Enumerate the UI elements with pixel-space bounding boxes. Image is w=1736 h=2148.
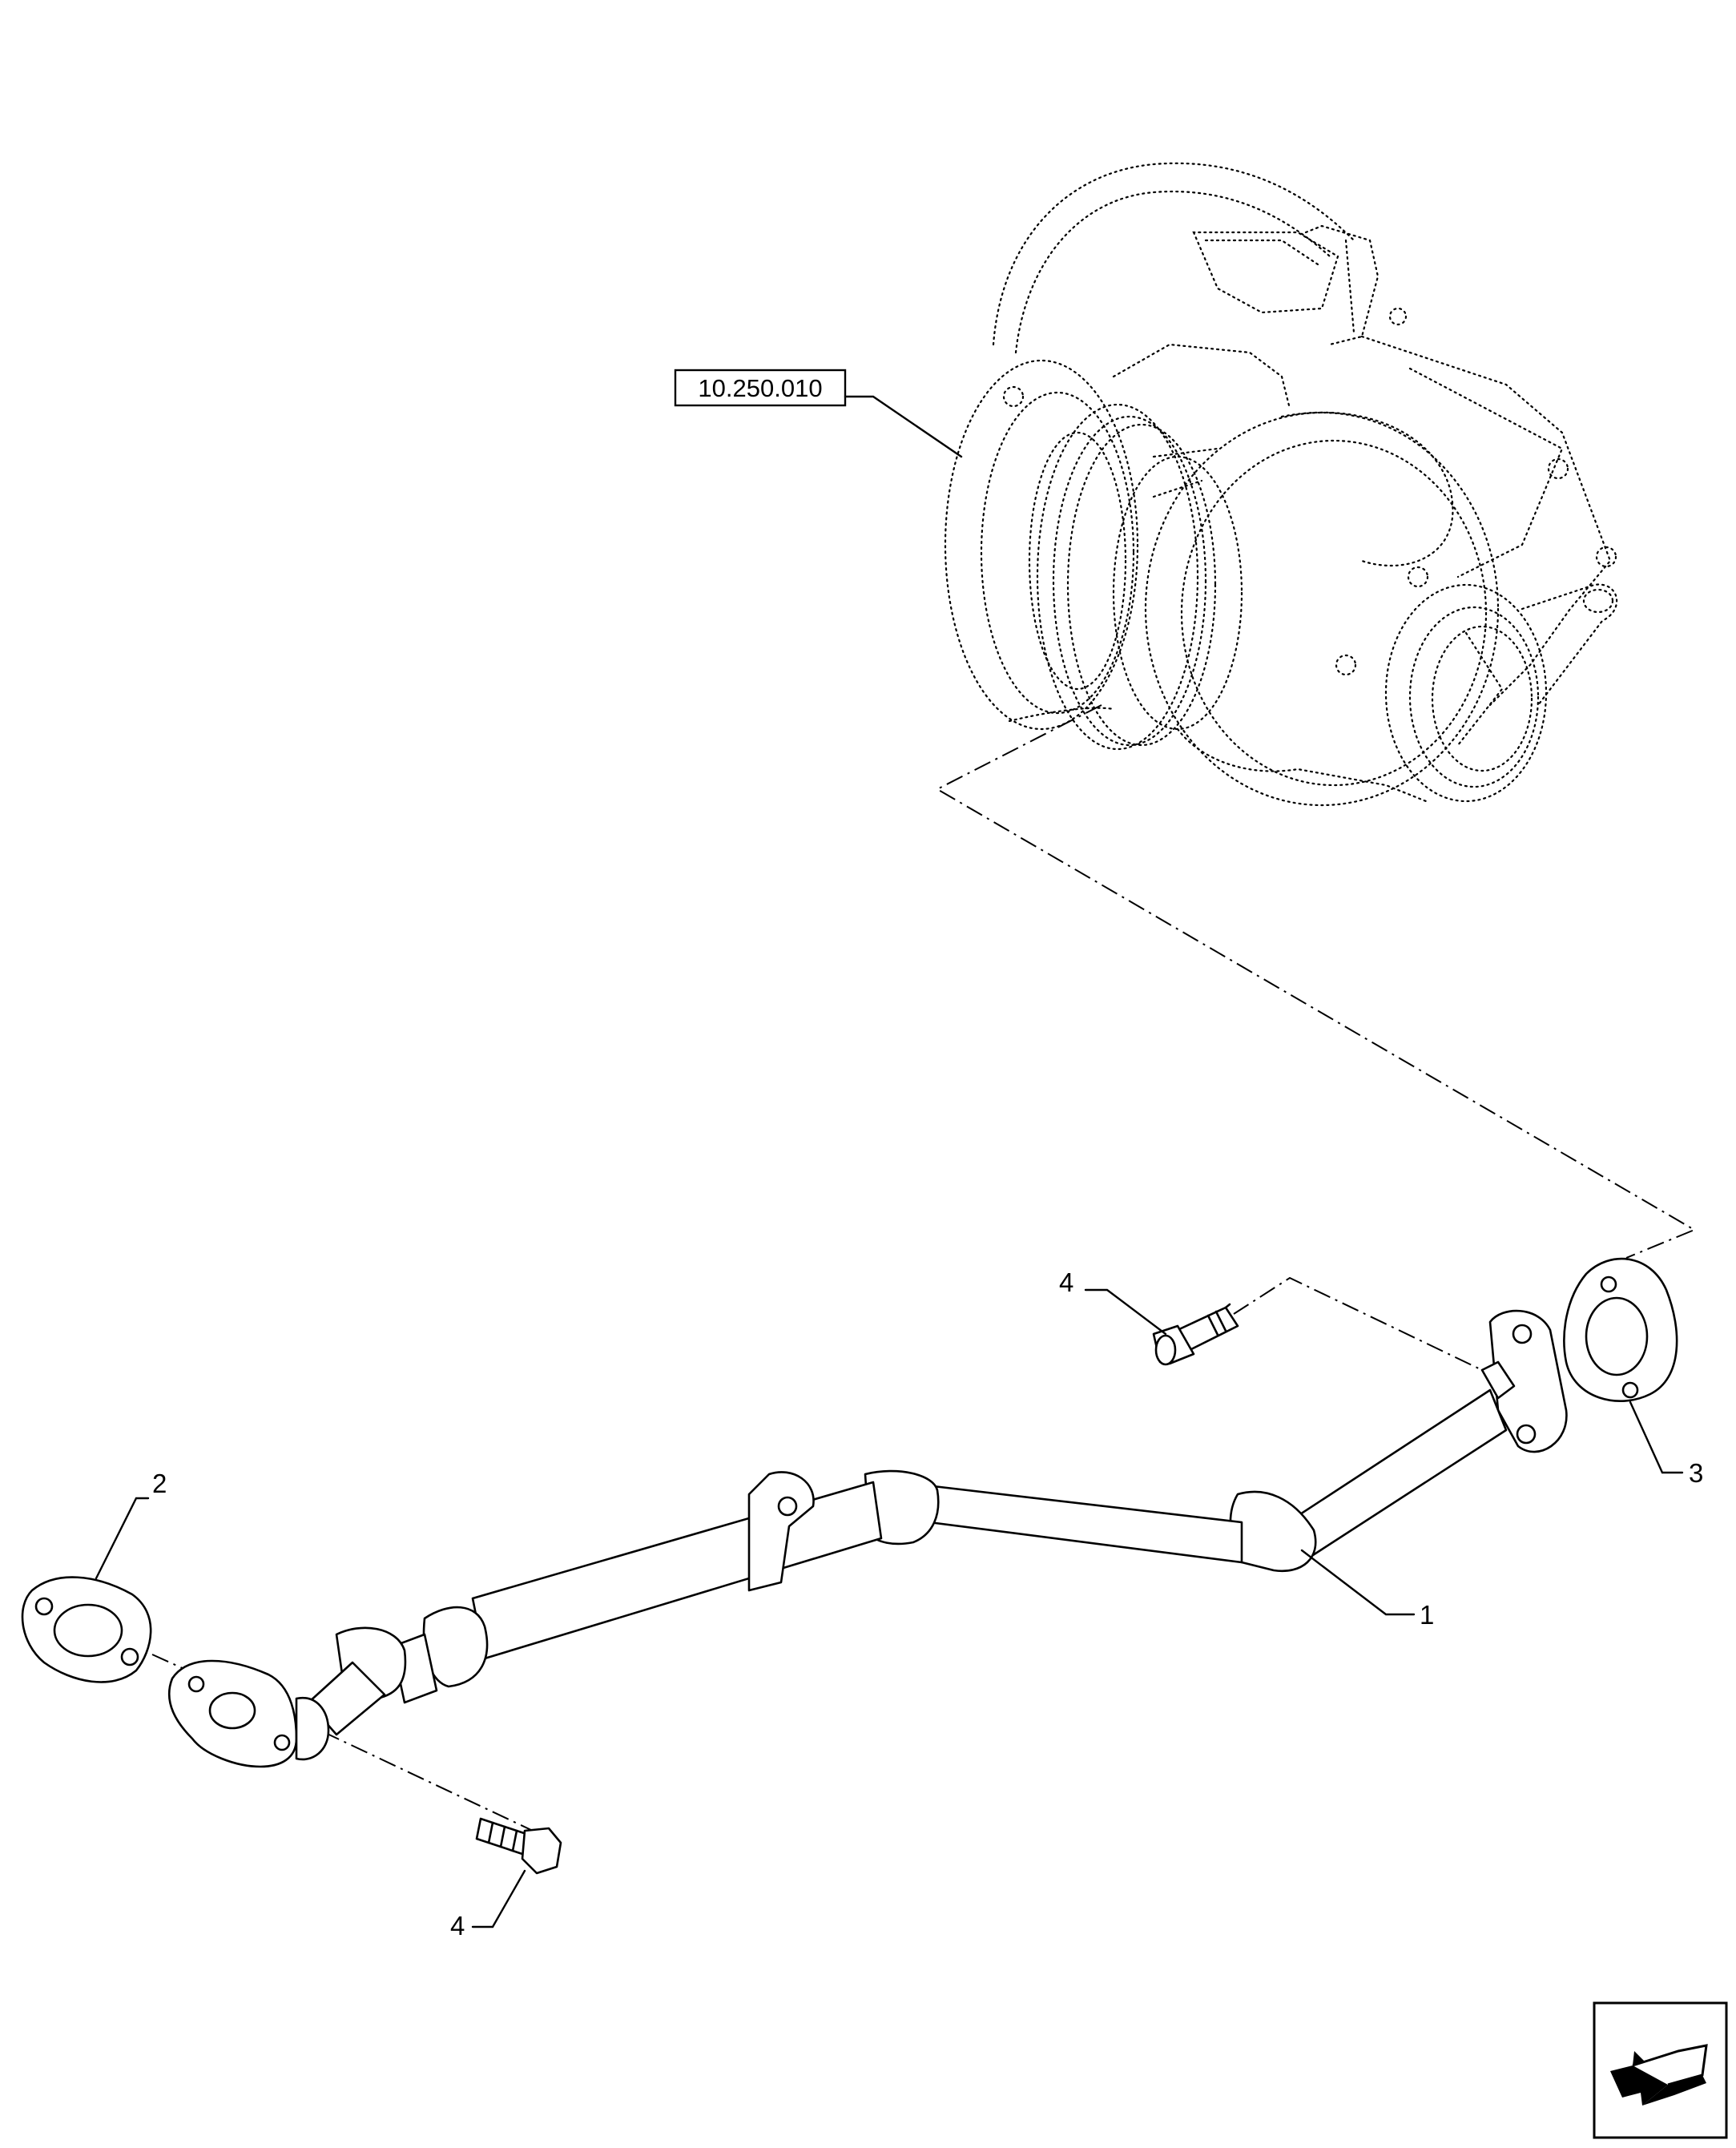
callout-1-label: 1 <box>1420 1600 1434 1630</box>
callout-4-upper-label: 4 <box>1059 1267 1073 1297</box>
page-navigation-arrow-icon[interactable] <box>1593 2001 1728 2139</box>
callout-4-upper[interactable]: 4 <box>1059 1267 1167 1336</box>
turbocharger-assembly <box>944 162 1618 807</box>
callout-2[interactable]: 2 <box>95 1469 167 1580</box>
reference-code: 10.250.010 <box>698 374 822 402</box>
alignment-line-bolt-upper <box>1233 1276 1483 1371</box>
reference-leader <box>844 395 963 458</box>
bolt-lower[interactable] <box>475 1817 562 1875</box>
bolt-upper[interactable] <box>1152 1303 1239 1366</box>
callout-3-label: 3 <box>1689 1458 1703 1488</box>
callout-1[interactable]: 1 <box>1300 1549 1434 1630</box>
oil-pipe[interactable] <box>167 1309 1568 1768</box>
callout-2-label: 2 <box>152 1469 167 1498</box>
gasket-left[interactable] <box>21 1576 152 1683</box>
gasket-right[interactable] <box>1563 1257 1678 1402</box>
callout-4-lower[interactable]: 4 <box>450 1869 526 1940</box>
alignment-line-turbo <box>935 704 1697 1259</box>
callout-4-lower-label: 4 <box>450 1911 465 1940</box>
callout-3[interactable]: 3 <box>1629 1400 1703 1488</box>
reference-label[interactable]: 10.250.010 <box>674 369 847 407</box>
